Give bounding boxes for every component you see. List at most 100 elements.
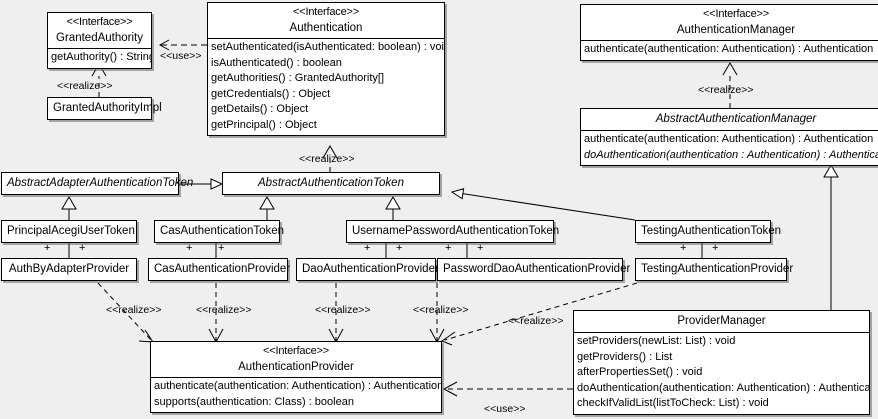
edge-providermanager-uses-authenticationprovider [442, 381, 573, 397]
class-header-auth-by-adapter-provider: AuthByAdapterProvider [2, 259, 136, 280]
member-row: getDetails() : Object [211, 103, 309, 115]
class-name-label: UsernamePasswordAuthenticationToken [352, 225, 560, 237]
class-box-authentication-provider[interactable]: <<Interface>> AuthenticationProvider aut… [150, 341, 442, 413]
class-header-abstract-authentication-token: AbstractAuthenticationToken [223, 173, 439, 194]
multiplicity-plus: + [218, 242, 225, 254]
class-header-abstract-adapter-authentication-token: AbstractAdapterAuthenticationToken [2, 173, 194, 194]
class-header-testing-authentication-token: TestingAuthenticationToken [636, 221, 782, 242]
stereotype-label: <<Interface>> [703, 8, 769, 20]
edge-label-realize-cas-authentication-provider: <<realize>> [196, 304, 252, 316]
multiplicity-plus: + [396, 242, 403, 254]
class-name-label: GrantedAuthorityImpl [53, 102, 162, 114]
class-name-label: AbstractAdapterAuthenticationToken [7, 177, 194, 189]
edge-principalacegiusertoken-extends-abstractadapter [61, 196, 77, 220]
member-row: authenticate(authentication: Authenticat… [584, 133, 874, 145]
member-row: setProviders(newList: List) : void [577, 335, 736, 347]
class-header-granted-authority-impl: GrantedAuthorityImpl [48, 98, 162, 119]
class-box-granted-authority[interactable]: <<Interface>> GrantedAuthority getAuthor… [47, 12, 152, 69]
class-box-abstract-authentication-manager[interactable]: AbstractAuthenticationManager authentica… [580, 108, 878, 166]
class-box-testing-authentication-provider[interactable]: TestingAuthenticationProvider [635, 258, 794, 281]
class-name-label: TestingAuthenticationProvider [641, 263, 794, 275]
member-row: doAuthentication(authentication : Authen… [584, 148, 878, 161]
class-name-label: GrantedAuthority [56, 32, 143, 44]
edge-label-realize-abstract-authentication-token: <<realize>> [299, 153, 355, 165]
edge-testingauthenticationtoken-extends-abstractauthenticationtoken [450, 188, 636, 221]
class-box-principal-acegi-user-token[interactable]: PrincipalAcegiUserToken [1, 220, 137, 243]
multiplicity-plus: + [186, 242, 193, 254]
member-row: supports(authentication: Class) : boolea… [154, 395, 354, 408]
class-name-label: DaoAuthenticationProvider [302, 263, 439, 275]
edge-label-realize-auth-by-adapter-provider: <<realize>> [106, 304, 162, 316]
class-name-label: CasAuthenticationToken [160, 225, 285, 237]
class-name-label: AuthenticationManager [676, 24, 796, 36]
stereotype-label: <<Interface>> [66, 16, 133, 28]
member-row: isAuthenticated() : boolean [211, 56, 342, 69]
class-box-username-password-authentication-token[interactable]: UsernamePasswordAuthenticationToken [346, 220, 560, 243]
class-header-principal-acegi-user-token: PrincipalAcegiUserToken [2, 221, 136, 242]
edge-label-use-provider-manager: <<use>> [484, 403, 526, 415]
stereotype-label: <<Interface>> [293, 6, 359, 18]
edge-label-realize-grantedauthorityimpl: <<realize>> [57, 80, 113, 92]
class-header-abstract-authentication-manager: AbstractAuthenticationManager [581, 109, 878, 130]
class-box-abstract-authentication-token[interactable]: AbstractAuthenticationToken [222, 172, 440, 195]
class-name-label: PrincipalAcegiUserToken [7, 225, 135, 237]
class-box-password-dao-authentication-provider[interactable]: PasswordDaoAuthenticationProvider [437, 258, 631, 281]
class-header-authentication-manager: <<Interface>> AuthenticationManager [581, 5, 878, 40]
class-name-label: TestingAuthenticationToken [641, 225, 782, 237]
member-row: afterPropertiesSet() : void [577, 366, 703, 378]
class-name-label: CasAuthenticationProvider [154, 263, 291, 275]
class-members-abstract-authentication-manager: authenticate(authentication: Authenticat… [581, 130, 878, 165]
multiplicity-plus: + [79, 242, 86, 254]
member-row: getCredentials() : Object [211, 87, 331, 100]
member-row: doAuthentication(authentication: Authent… [577, 381, 869, 394]
multiplicity-plus: + [477, 242, 484, 254]
class-members-granted-authority: getAuthority() : String [48, 48, 151, 68]
class-name-label: AuthByAdapterProvider [8, 263, 130, 275]
class-header-testing-authentication-provider: TestingAuthenticationProvider [636, 259, 794, 280]
class-name-label: ProviderManager [677, 315, 766, 327]
class-header-username-password-authentication-token: UsernamePasswordAuthenticationToken [347, 221, 560, 242]
edge-label-realize-abstract-authentication-manager: <<realize>> [698, 84, 754, 96]
edge-label-realize-testing-authentication-provider: <<realize>> [508, 315, 564, 327]
class-box-auth-by-adapter-provider[interactable]: AuthByAdapterProvider [1, 258, 137, 281]
class-header-provider-manager: ProviderManager [574, 311, 869, 332]
class-header-dao-authentication-provider: DaoAuthenticationProvider [297, 259, 439, 280]
class-box-authentication-manager[interactable]: <<Interface>> AuthenticationManager auth… [580, 4, 878, 61]
class-name-label: AuthenticationProvider [238, 361, 354, 373]
class-header-password-dao-authentication-provider: PasswordDaoAuthenticationProvider [438, 259, 631, 280]
class-box-cas-authentication-token[interactable]: CasAuthenticationToken [154, 220, 285, 243]
member-row: getAuthorities() : GrantedAuthority[] [211, 72, 385, 84]
class-header-cas-authentication-provider: CasAuthenticationProvider [149, 259, 291, 280]
member-row: setAuthenticated(isAuthenticated: boolea… [211, 41, 444, 53]
class-box-granted-authority-impl[interactable]: GrantedAuthorityImpl [47, 97, 162, 120]
class-header-granted-authority: <<Interface>> GrantedAuthority [48, 13, 151, 48]
multiplicity-plus: + [364, 242, 371, 254]
class-members-provider-manager: setProviders(newList: List) : void getPr… [574, 332, 869, 414]
edge-label-realize-dao-authentication-provider: <<realize>> [315, 304, 371, 316]
member-row: checkIfValidList(listToCheck: List) : vo… [577, 397, 769, 409]
class-box-dao-authentication-provider[interactable]: DaoAuthenticationProvider [296, 258, 439, 281]
edge-casauthenticationtoken-extends-abstractauthenticationtoken [259, 196, 275, 220]
edge-usernamepasswordtoken-extends-abstractauthenticationtoken [385, 196, 401, 220]
class-header-authentication: <<Interface>> Authentication [208, 3, 444, 38]
class-members-authentication: setAuthenticated(isAuthenticated: boolea… [208, 38, 444, 135]
edge-label-realize-password-dao-authentication-provider: <<realize>> [413, 304, 469, 316]
multiplicity-plus: + [445, 242, 452, 254]
class-box-testing-authentication-token[interactable]: TestingAuthenticationToken [635, 220, 782, 243]
class-box-abstract-adapter-authentication-token[interactable]: AbstractAdapterAuthenticationToken [1, 172, 194, 195]
class-header-authentication-provider: <<Interface>> AuthenticationProvider [151, 342, 441, 377]
class-header-cas-authentication-token: CasAuthenticationToken [155, 221, 285, 242]
class-members-authentication-manager: authenticate(authentication: Authenticat… [581, 40, 878, 60]
class-name-label: AbstractAuthenticationManager [655, 113, 817, 125]
class-box-cas-authentication-provider[interactable]: CasAuthenticationProvider [148, 258, 291, 281]
edge-label-use-authentication-grantedauthority: <<use>> [160, 50, 202, 62]
class-name-label: Authentication [289, 22, 363, 34]
member-row: getProviders() : List [577, 350, 673, 363]
class-box-provider-manager[interactable]: ProviderManager setProviders(newList: Li… [573, 310, 870, 415]
class-box-authentication[interactable]: <<Interface>> Authentication setAuthenti… [207, 2, 445, 136]
class-name-label: PasswordDaoAuthenticationProvider [443, 263, 631, 275]
member-row: authenticate(authentication: Authenticat… [154, 380, 441, 392]
stereotype-label: <<Interface>> [263, 345, 329, 357]
multiplicity-plus: + [712, 242, 719, 254]
